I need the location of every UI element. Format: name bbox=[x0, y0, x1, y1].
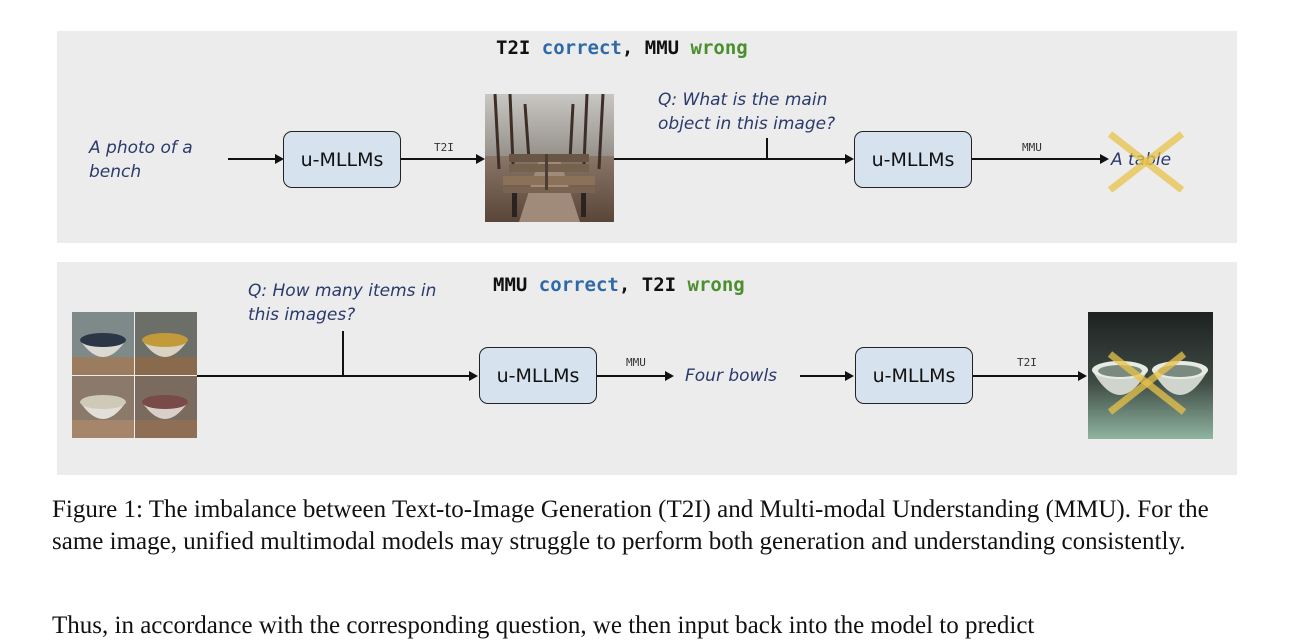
title-wrong: wrong bbox=[690, 37, 748, 59]
question-connector bbox=[766, 138, 768, 159]
bottom-panel-title: MMU correct, T2I wrong bbox=[493, 274, 745, 296]
arrow-head bbox=[469, 371, 478, 381]
prompt-text: A photo of a bench bbox=[89, 136, 193, 184]
arrow-head bbox=[845, 371, 854, 381]
question-line-2: object in this image? bbox=[658, 114, 836, 134]
four-bowls-image bbox=[72, 312, 197, 438]
prompt-line-2: bench bbox=[89, 162, 142, 182]
arrow-line bbox=[800, 375, 846, 377]
arrow-line bbox=[973, 375, 1079, 377]
arrow-head bbox=[275, 154, 284, 164]
title-t2i: T2I bbox=[641, 274, 677, 296]
arrow-line bbox=[597, 375, 666, 377]
arrow-line bbox=[401, 158, 478, 160]
cross-icon bbox=[1107, 131, 1185, 192]
two-bowls-image bbox=[1088, 312, 1213, 439]
model-box: u-MLLMs bbox=[283, 131, 401, 188]
top-panel-title: T2I correct, MMU wrong bbox=[496, 37, 748, 59]
arrow-head bbox=[845, 154, 854, 164]
title-correct: correct bbox=[538, 274, 619, 296]
title-comma: , bbox=[618, 274, 631, 296]
title-mmu: MMU bbox=[644, 37, 680, 59]
question-connector bbox=[342, 331, 344, 376]
question-text: Q: How many items in this images? bbox=[248, 279, 436, 327]
arrow-head bbox=[1078, 371, 1087, 381]
model-box: u-MLLMs bbox=[479, 347, 597, 404]
model-box: u-MLLMs bbox=[855, 347, 973, 404]
edge-label-t2i: T2I bbox=[434, 141, 454, 154]
title-correct: correct bbox=[541, 37, 622, 59]
edge-label-mmu: MMU bbox=[626, 356, 646, 369]
figure-caption: Figure 1: The imbalance between Text-to-… bbox=[52, 496, 1209, 555]
question-line-1: Q: How many items in bbox=[248, 281, 437, 301]
arrow-head bbox=[476, 154, 485, 164]
title-t2i: T2I bbox=[496, 37, 531, 59]
arrow-line bbox=[197, 375, 470, 377]
bottom-panel bbox=[57, 262, 1237, 475]
answer-text: Four bowls bbox=[685, 366, 778, 386]
title-mmu: MMU bbox=[493, 274, 528, 296]
cross-icon bbox=[1107, 351, 1187, 415]
arrow-line bbox=[228, 158, 276, 160]
question-text: Q: What is the main object in this image… bbox=[658, 88, 835, 136]
bench-image bbox=[485, 94, 614, 222]
edge-label-mmu: MMU bbox=[1022, 141, 1042, 154]
title-comma: , bbox=[621, 37, 634, 59]
model-box: u-MLLMs bbox=[854, 131, 972, 188]
arrow-line bbox=[972, 158, 1102, 160]
body-text-cutoff: Thus, in accordance with the correspondi… bbox=[52, 612, 1035, 639]
edge-label-t2i: T2I bbox=[1017, 356, 1037, 369]
prompt-line-1: A photo of a bbox=[89, 138, 193, 158]
arrow-head bbox=[665, 371, 674, 381]
title-wrong: wrong bbox=[687, 274, 745, 296]
arrow-head bbox=[1100, 154, 1109, 164]
question-line-1: Q: What is the main bbox=[658, 90, 828, 110]
top-panel bbox=[57, 31, 1237, 243]
question-line-2: this images? bbox=[248, 305, 356, 325]
arrow-line bbox=[614, 158, 846, 160]
